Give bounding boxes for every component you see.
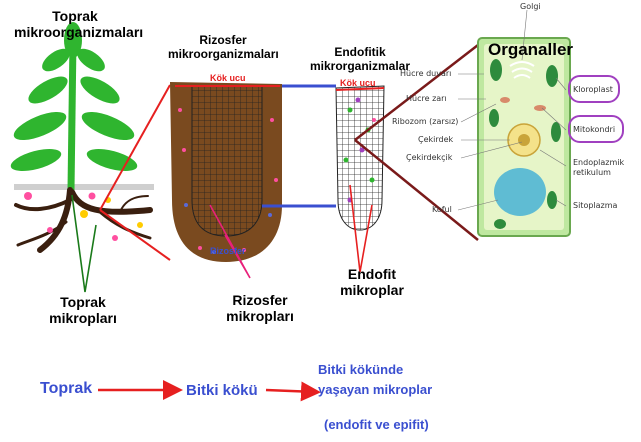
cell-label-cell-wall: Hücre duvarı <box>400 69 451 78</box>
cell-label-cell-membrane: Hücre zarı <box>406 94 447 103</box>
ground-line <box>14 184 154 190</box>
root-tip-label-2: Kök ucu <box>340 78 376 88</box>
flow-step-microbes: Bitki kökünde yaşayan mikroplar <box>318 360 432 399</box>
cell-label-nucleolus: Çekirdekçik <box>406 153 452 162</box>
plant-roots <box>16 190 150 250</box>
organelles-label: Organaller <box>488 40 573 60</box>
cell-label-er: Endoplazmik retikulum <box>573 158 624 177</box>
cell-label-vacuole: Koful <box>432 205 452 214</box>
root-tip-label-1: Kök ucu <box>210 73 246 83</box>
nucleolus <box>518 134 530 146</box>
plant-stem <box>71 40 73 190</box>
cell-label-ribosome: Ribozom (zarsız) <box>392 117 458 126</box>
cell-label-golgi: Golgi <box>520 2 541 11</box>
cell-label-chloroplast: Kloroplast <box>573 85 613 94</box>
cell-label-nucleus: Çekirdek <box>418 135 453 144</box>
endophyte-microbes-label: Endofit mikroplar <box>332 266 412 298</box>
root-grid <box>192 86 262 236</box>
cell-label-mitochondria: Mitokondri <box>573 125 615 134</box>
cell-label-cytoplasm: Sitoplazma <box>573 201 617 210</box>
soil-microbes-label: Toprak mikropları <box>38 294 128 326</box>
flow-step-note: (endofit ve epifit) <box>324 418 429 433</box>
vacuole <box>494 168 546 216</box>
rhizosphere-microbes-label: Rizosfer mikropları <box>212 292 308 324</box>
flow-arrow-2 <box>266 390 316 392</box>
soil-microorganisms-label: Toprak mikroorganizmaları <box>14 8 136 40</box>
flow-step-root: Bitki kökü <box>186 382 258 399</box>
flow-step-soil: Toprak <box>40 380 92 398</box>
rhizosphere-microorganisms-label: Rizosfer mikroorganizmaları <box>168 34 278 62</box>
soil-microbe-dots <box>24 192 143 241</box>
endophyte-section <box>336 86 384 272</box>
rhizosphere-small-label: Rizosfer <box>210 246 246 256</box>
plant-illustration <box>9 22 154 292</box>
